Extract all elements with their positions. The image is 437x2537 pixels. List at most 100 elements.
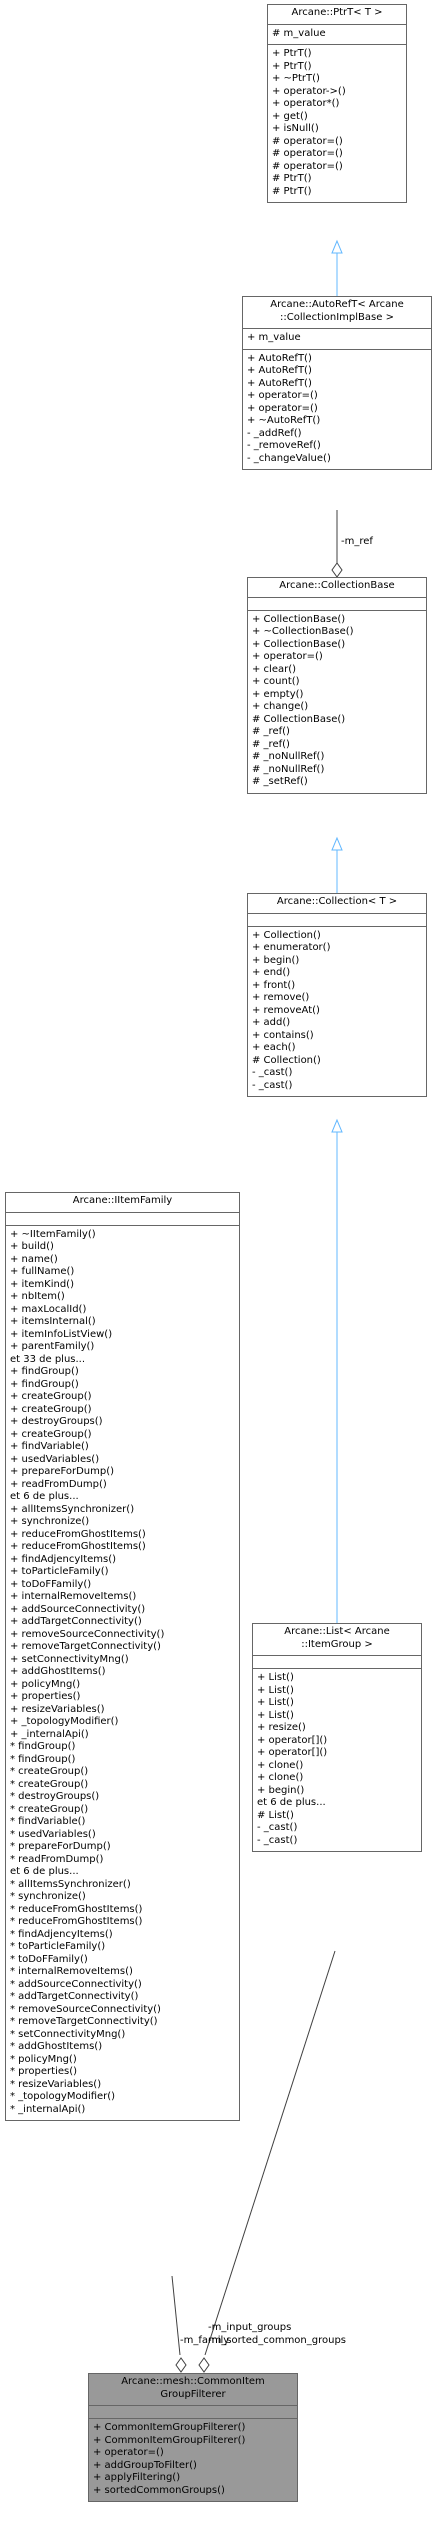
method: + maxLocalId()	[10, 1303, 87, 1315]
method: + build()	[10, 1241, 54, 1252]
method: + isNull()	[272, 123, 319, 134]
method: + findGroup()	[10, 1366, 79, 1377]
method: + sortedCommonGroups()	[93, 2484, 225, 2496]
method: + AutoRefT()	[247, 377, 312, 389]
method: * removeSourceConnectivity()	[10, 2003, 161, 2015]
method: et 6 de plus...	[257, 1797, 326, 1808]
method: * synchronize()	[10, 1891, 86, 1902]
method: + resize()	[257, 1722, 306, 1733]
method: + prepareForDump()	[10, 1466, 115, 1477]
method: * internalRemoveItems()	[10, 1966, 133, 1977]
method: * reduceFromGhostItems()	[10, 1903, 143, 1915]
class-title-line: Arcane::List< Arcane	[284, 1626, 390, 1637]
method: - _removeRef()	[247, 440, 321, 451]
method: + usedVariables()	[10, 1453, 100, 1465]
method: + each()	[252, 1042, 296, 1053]
method: - _cast()	[252, 1079, 293, 1091]
method: + operator->()	[272, 85, 346, 97]
method: + add()	[252, 1017, 291, 1028]
method: + clone()	[257, 1759, 304, 1771]
method: + reduceFromGhostItems()	[10, 1541, 146, 1552]
method: * _topologyModifier()	[10, 2091, 116, 2102]
method: + ~CollectionBase()	[252, 626, 354, 637]
method: + PtrT()	[272, 60, 312, 72]
method: * createGroup()	[10, 1803, 89, 1815]
inheritance-arrow-ptr	[331, 239, 343, 254]
method: * destroyGroups()	[10, 1791, 100, 1802]
attributes-section	[6, 1211, 239, 1225]
class-autoreft[interactable]: Arcane::AutoRefT< Arcane ::CollectionImp…	[242, 296, 432, 470]
class-list[interactable]: Arcane::List< Arcane ::ItemGroup > + Lis…	[252, 1623, 422, 1852]
methods-section: + AutoRefT() + AutoRefT() + AutoRefT() +…	[243, 348, 431, 470]
method: + resizeVariables()	[10, 1703, 105, 1715]
class-title: Arcane::List< Arcane ::ItemGroup >	[253, 1624, 421, 1655]
method: + allItemsSynchronizer()	[10, 1503, 135, 1515]
method: + operator=()	[252, 651, 323, 662]
method: + findAdjencyItems()	[10, 1553, 117, 1565]
method: # PtrT()	[272, 173, 312, 184]
method: + fullName()	[10, 1266, 75, 1277]
method: + findVariable()	[10, 1441, 89, 1452]
class-title-line: ::CollectionImplBase >	[280, 311, 394, 323]
method: + PtrT()	[272, 48, 312, 59]
method: + createGroup()	[10, 1428, 92, 1440]
method: + createGroup()	[10, 1391, 92, 1402]
method: + front()	[252, 979, 296, 991]
method: * _internalApi()	[10, 2103, 86, 2115]
method: # _noNullRef()	[252, 763, 325, 775]
method: + toParticleFamily()	[10, 1566, 109, 1577]
class-collectionbase[interactable]: Arcane::CollectionBase + CollectionBase(…	[247, 577, 427, 794]
method: * readFromDump()	[10, 1853, 104, 1865]
class-collection[interactable]: Arcane::Collection< T > + Collection() +…	[247, 893, 427, 1097]
edge-label-m-ref: -m_ref	[341, 536, 373, 547]
method: + removeAt()	[252, 1004, 320, 1016]
method: + Collection()	[252, 929, 321, 941]
method: + List()	[257, 1672, 294, 1683]
method: + itemKind()	[10, 1278, 74, 1290]
method: + end()	[252, 967, 291, 978]
method: + enumerator()	[252, 942, 331, 953]
method: * createGroup()	[10, 1778, 89, 1790]
method: + operator=()	[247, 402, 318, 414]
class-commonitemgroupfilterer[interactable]: Arcane::mesh::CommonItem GroupFilterer +…	[88, 2373, 298, 2502]
method: + name()	[10, 1253, 58, 1265]
method: + addTargetConnectivity()	[10, 1616, 142, 1627]
method: + get()	[272, 110, 308, 122]
method: + itemsInternal()	[10, 1316, 96, 1327]
class-title: Arcane::AutoRefT< Arcane ::CollectionImp…	[243, 297, 431, 328]
method: * addGhostItems()	[10, 2041, 103, 2052]
method: + _topologyModifier()	[10, 1716, 119, 1727]
methods-section: + CommonItemGroupFilterer() + CommonItem…	[89, 2418, 297, 2501]
method: + ~PtrT()	[272, 73, 320, 84]
method: + policyMng()	[10, 1678, 81, 1690]
method: + toDoFFamily()	[10, 1578, 92, 1590]
method: + List()	[257, 1709, 294, 1721]
method: + _internalApi()	[10, 1728, 89, 1740]
method: + removeSourceConnectivity()	[10, 1628, 165, 1640]
method: * reduceFromGhostItems()	[10, 1916, 143, 1927]
method: + ~IItemFamily()	[10, 1228, 96, 1240]
method: * findGroup()	[10, 1741, 76, 1752]
method: + applyFiltering()	[93, 2472, 181, 2483]
method: * removeTargetConnectivity()	[10, 2016, 158, 2027]
class-title-line: Arcane::CollectionBase	[279, 580, 395, 591]
method: # operator=()	[272, 148, 343, 159]
method: + contains()	[252, 1029, 314, 1041]
attributes-section	[253, 1655, 421, 1668]
method: # CollectionBase()	[252, 713, 346, 725]
class-title: Arcane::IItemFamily	[6, 1193, 239, 1212]
method: + CollectionBase()	[252, 613, 346, 625]
method: + operator*()	[272, 98, 340, 109]
edge-label-m-family: -m_family	[180, 2335, 230, 2346]
method: + operator=()	[247, 390, 318, 401]
class-ptrt[interactable]: Arcane::PtrT< T > # m_value + PtrT() + P…	[267, 4, 407, 203]
method: # _ref()	[252, 726, 290, 737]
method: * prepareForDump()	[10, 1841, 111, 1852]
class-iitemfamily[interactable]: Arcane::IItemFamily + ~IItemFamily()+ bu…	[5, 1192, 240, 2121]
method: # _setRef()	[252, 776, 308, 787]
method: + CollectionBase()	[252, 638, 346, 650]
method: + operator=()	[93, 2447, 164, 2458]
method: + destroyGroups()	[10, 1416, 103, 1427]
method: + removeTargetConnectivity()	[10, 1641, 161, 1652]
